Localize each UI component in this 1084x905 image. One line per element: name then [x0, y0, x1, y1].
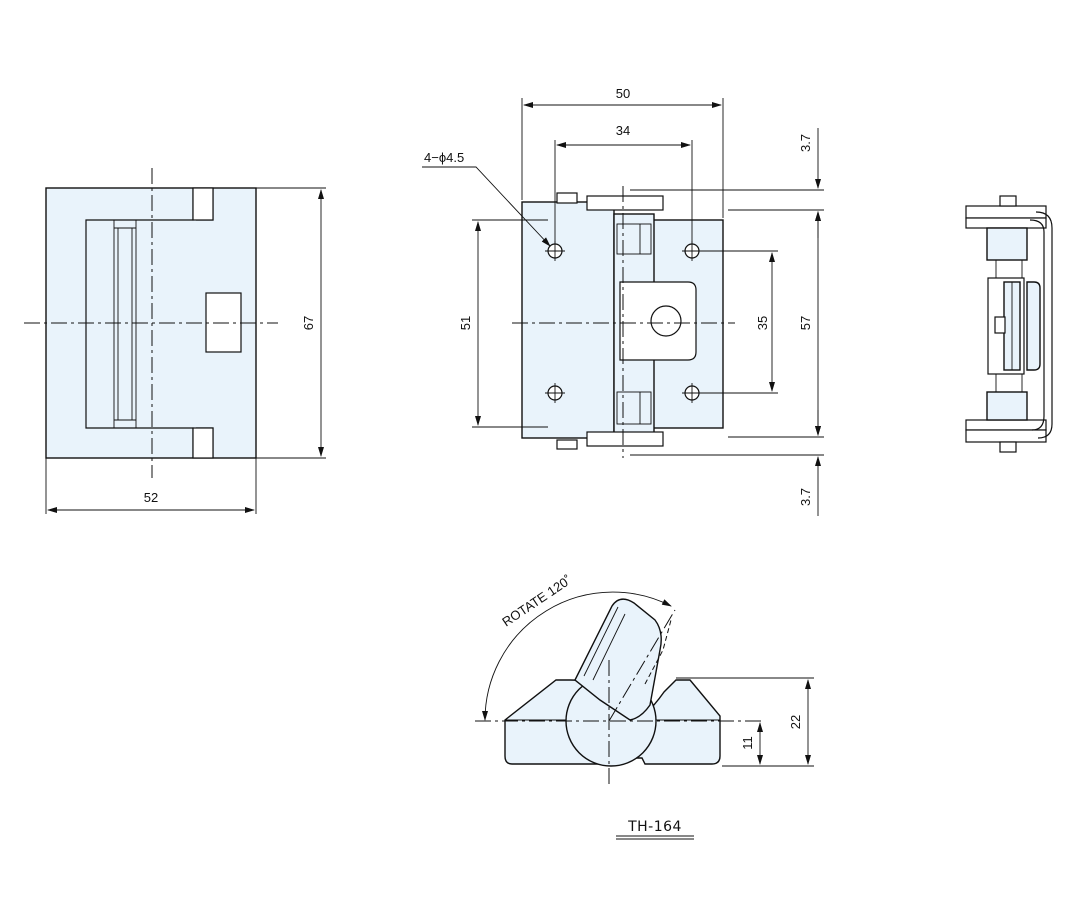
- side-right-vertical-label: 35: [755, 316, 770, 330]
- bottom-offset-label: 3.7: [798, 488, 813, 506]
- side-plate-height-label: 57: [798, 316, 813, 330]
- rotate-label: ROTATE 120˚: [499, 572, 574, 629]
- model-label: TH-164: [627, 819, 682, 835]
- front-height-label: 67: [301, 316, 316, 330]
- side-hole-spacing-label: 34: [616, 123, 630, 138]
- rotation-view: ROTATE 120˚ 22 11: [475, 572, 814, 785]
- model-title: TH-164: [616, 819, 694, 840]
- front-view: 67 52: [24, 168, 326, 514]
- side-left-vertical-label: 51: [458, 316, 473, 330]
- front-width-label: 52: [144, 490, 158, 505]
- side-overall-width-label: 50: [616, 86, 630, 101]
- axis-height-label: 11: [740, 736, 755, 750]
- end-view: [965, 195, 1053, 453]
- top-offset-label: 3.7: [798, 134, 813, 152]
- side-view: 50 34 4−ϕ4.5 51 35 57 3.7 3.7: [422, 86, 824, 516]
- hole-callout: 4−ϕ4.5: [424, 150, 464, 165]
- rotation-height-label: 22: [788, 715, 803, 729]
